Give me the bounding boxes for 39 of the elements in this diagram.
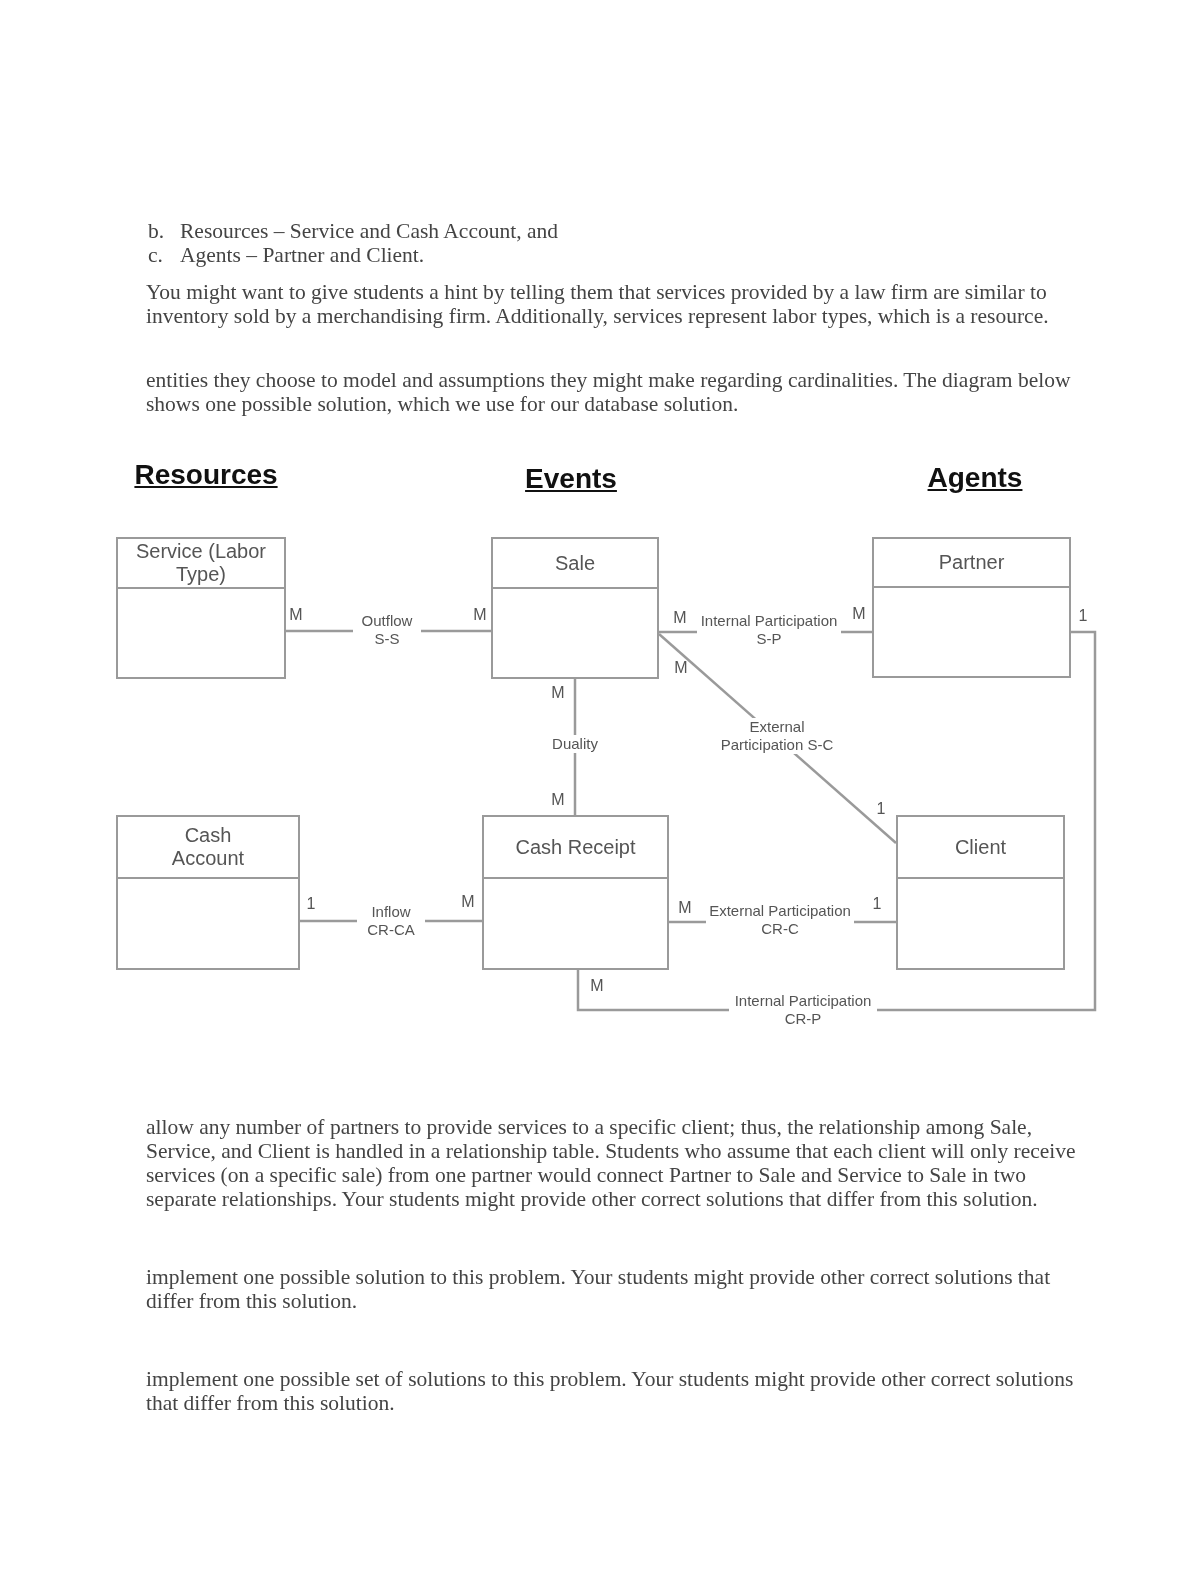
entity-box — [116, 537, 286, 679]
cardinality-label: M — [551, 790, 565, 808]
cardinality-label: M — [678, 898, 692, 916]
cardinality-label: M — [473, 605, 487, 623]
entity-name: Cash Account — [170, 824, 246, 870]
paragraph-text: implement one possible solution to this problem. Your students might provide other correct solutions that differ from this solution. — [146, 1265, 1052, 1313]
entity-box — [491, 537, 659, 679]
column-heading: Resources — [134, 459, 278, 491]
entity-box — [896, 815, 1065, 970]
entity-box — [116, 815, 300, 970]
column-heading: Agents — [927, 462, 1023, 494]
list-marker: c. — [148, 243, 163, 267]
entity-name: Client — [954, 835, 1007, 859]
paragraph-text: allow any number of partners to provide services to a specific client; thus, the relationship among Sale, Service, and Client is handled in a relationship table. Students who assume that each client will only receive services (on a specific sale) from one partner would connect Partner to Sale and Service to Sale in two separate relationships. Your students might provide other correct solutions that differ from this solution. — [146, 1115, 1077, 1211]
list-marker: b. — [148, 219, 165, 243]
cardinality-label: M — [590, 976, 604, 994]
list-item-text: Agents – Partner and Client. — [180, 243, 425, 267]
column-heading: Events — [525, 463, 617, 495]
entity-name: Sale — [555, 551, 595, 575]
cardinality-label: 1 — [1078, 606, 1088, 624]
cardinality-label: 1 — [876, 799, 886, 817]
cardinality-label: 1 — [306, 894, 316, 912]
paragraph-text: You might want to give students a hint by telling them that services provided by a law firm are similar to inventory sold by a merchandising firm. Additionally, services represent labor types, which is a resource. — [146, 280, 1050, 328]
relationship-label: Duality — [550, 735, 600, 753]
entity-box — [872, 537, 1071, 678]
entity-name: Service (Labor Type) — [134, 540, 268, 586]
cardinality-label: M — [673, 608, 687, 626]
cardinality-label: M — [461, 892, 475, 910]
cardinality-label: M — [551, 683, 565, 701]
entity-name: Partner — [938, 551, 1005, 574]
paragraph-text: implement one possible set of solutions to this problem. Your students might provide other correct solutions that differ from this solution. — [146, 1367, 1075, 1415]
list-item-text: Resources – Service and Cash Account, and — [180, 219, 558, 243]
entity-box — [482, 815, 669, 970]
cardinality-label: M — [852, 604, 866, 622]
entity-name: Cash Receipt — [515, 835, 636, 859]
cardinality-label: M — [674, 658, 688, 676]
cardinality-label: 1 — [872, 894, 882, 912]
paragraph-text: entities they choose to model and assumptions they might make regarding cardinalities. The diagram below shows one possible solution, which we use for our database solution. — [146, 368, 1072, 416]
cardinality-label: M — [289, 605, 303, 623]
